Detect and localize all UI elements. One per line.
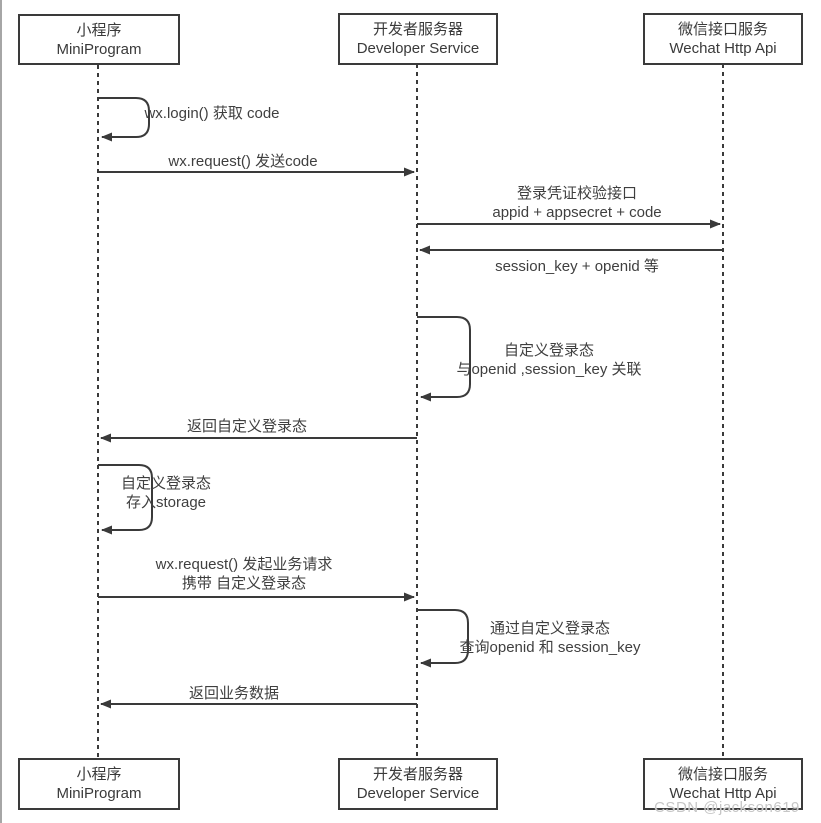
- actor-label-en: Developer Service: [356, 785, 480, 802]
- self-message-query-openid: [417, 609, 469, 668]
- message-label-custom-login-state: 自定义登录态 与openid ,session_key 关联: [456, 342, 642, 378]
- actor-top-wechat-api: 微信接口服务 Wechat Http Api: [643, 13, 803, 65]
- csdn-watermark: CSDN @jackson619: [654, 799, 800, 816]
- message-label-business-request: wx.request() 发起业务请求 携带 自定义登录态: [155, 556, 333, 592]
- actor-label-zh: 微信接口服务: [677, 766, 768, 783]
- message-label-credential-check: 登录凭证校验接口 appid + appsecret + code: [492, 185, 662, 221]
- actor-label-en: Developer Service: [356, 40, 480, 57]
- message-label-store-storage: 自定义登录态 存入storage: [120, 475, 212, 511]
- message-label-wx-login: wx.login() 获取 code: [144, 105, 280, 122]
- self-message-custom-login-state: [417, 316, 471, 402]
- actor-label-zh: 开发者服务器: [372, 21, 463, 38]
- actor-label-en: MiniProgram: [56, 785, 142, 802]
- actor-label-zh: 小程序: [76, 766, 122, 783]
- message-label-return-business-data: 返回业务数据: [188, 685, 280, 702]
- actor-label-en: Wechat Http Api: [669, 785, 777, 802]
- self-message-store-storage: [98, 464, 153, 535]
- actor-label-zh: 微信接口服务: [677, 21, 768, 38]
- message-label-session-key: session_key + openid 等: [495, 258, 659, 275]
- self-message-wx-login: [98, 97, 150, 142]
- actor-label-zh: 小程序: [76, 21, 122, 39]
- actor-top-developer-service: 开发者服务器 Developer Service: [338, 13, 498, 65]
- actor-label-zh: 开发者服务器: [372, 766, 463, 783]
- message-label-query-openid: 通过自定义登录态 查询openid 和 session_key: [459, 620, 641, 656]
- actor-label-en: Wechat Http Api: [669, 40, 777, 57]
- message-label-send-code: wx.request() 发送code: [168, 153, 318, 170]
- message-label-return-login-state: 返回自定义登录态: [186, 418, 308, 435]
- actor-bottom-miniprogram: 小程序 MiniProgram: [18, 758, 180, 810]
- actor-top-miniprogram: 小程序 MiniProgram: [18, 14, 180, 65]
- actor-bottom-developer-service: 开发者服务器 Developer Service: [338, 758, 498, 810]
- actor-bottom-wechat-api: 微信接口服务 Wechat Http Api: [643, 758, 803, 810]
- left-edge-line: [0, 0, 2, 823]
- actor-label-en: MiniProgram: [56, 40, 142, 58]
